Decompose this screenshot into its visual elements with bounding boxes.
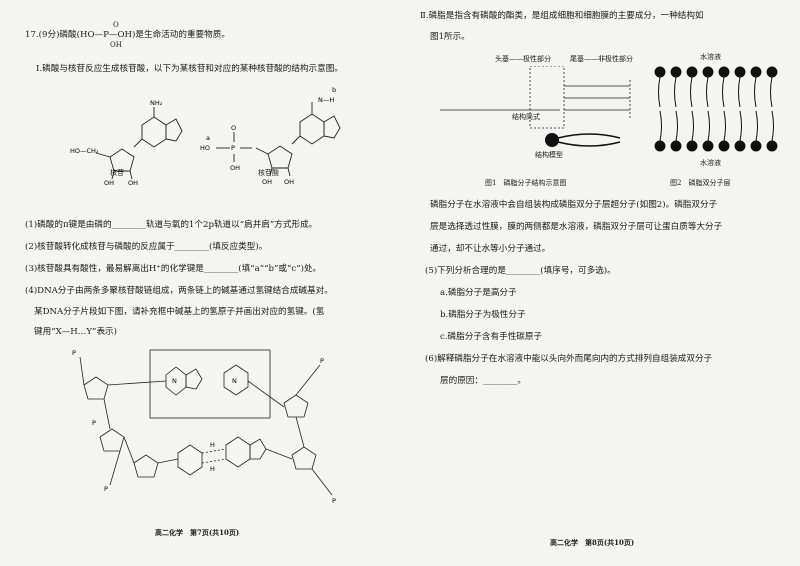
part2-line-1: Ⅱ.磷脂是指含有磷酸的酯类，是组成细胞和细胞膜的主要成分，一种结构如 xyxy=(420,11,704,21)
question-6-line-1: (6)解释磷脂分子在水溶液中能以头向外而尾向内的方式排列自组装成双分子 xyxy=(425,354,713,364)
water-top-label: 水溶液 xyxy=(700,53,721,61)
paragraph-line-1: 磷脂分子在水溶液中会自组装构成磷脂双分子层超分子(如图2)。磷脂双分子 xyxy=(430,200,718,210)
o-label: O xyxy=(231,124,236,132)
question-5-option-a: a.磷脂分子是高分子 xyxy=(440,288,517,298)
tail-label: 尾基——非极性部分 xyxy=(570,55,633,63)
n-label-dna-2: N xyxy=(232,377,237,385)
dna-fragment-figure: P P P P P N N H H xyxy=(72,349,336,505)
structure-model xyxy=(545,133,621,147)
ho-ch2-label: HO—CH₂ xyxy=(70,147,99,155)
p-label: P xyxy=(231,144,235,152)
p-label-dna-4: P xyxy=(320,357,324,365)
question-5-option-b: b.磷脂分子为极性分子 xyxy=(440,310,526,320)
oh-label-5: OH xyxy=(284,178,294,186)
p-label-dna-3: P xyxy=(104,485,108,493)
question-4-line-1: (4)DNA分子由两条多聚核苷酸链组成，两条链上的碱基通过氢键结合成碱基对。 xyxy=(25,286,333,296)
nucleotide-caption: 核苷酸 xyxy=(258,169,279,177)
h-label-dna-1: H xyxy=(210,441,215,449)
question-4-line-2: 某DNA分子片段如下图，请补充框中碱基上的氢原子并画出对应的氢键。(氢 xyxy=(34,307,325,317)
question-5-option-c: c.磷脂分子含有手性碳原子 xyxy=(440,332,543,342)
nh-h-label: N—H xyxy=(318,96,334,104)
water-bottom-label: 水溶液 xyxy=(700,159,721,167)
oh-label-2: OH xyxy=(128,179,138,185)
bilayer-figure xyxy=(654,66,778,152)
oh-label-4: OH xyxy=(262,178,272,186)
footer-page-7: 高二化学 第7页(共10页) xyxy=(155,528,240,537)
head-label: 头基——极性部分 xyxy=(495,55,551,63)
p-label-dna-5: P xyxy=(332,497,336,505)
part2-line-2: 图1所示。 xyxy=(430,32,470,42)
question-2: (2)核苷酸转化成核苷与磷酸的反应属于________(填反应类型)。 xyxy=(25,242,268,252)
label-b: b xyxy=(332,86,336,94)
nucleotide-structure: N—H b a HO P O OH OH OH xyxy=(200,86,341,186)
base-pair-box[interactable] xyxy=(149,349,271,419)
question-5: (5)下列分析合理的是________(填序号，可多选)。 xyxy=(425,266,616,276)
paragraph-line-3: 通过，却不让水等小分子通过。 xyxy=(430,244,551,254)
h-label-dna-2: H xyxy=(210,465,215,473)
phosphoric-acid-oh: OH xyxy=(110,41,122,49)
footer-page-8: 高二化学 第8页(共10页) xyxy=(550,538,635,547)
figure-2-caption: 图2 磷脂双分子层 xyxy=(670,179,731,187)
question-6-line-2: 层的原因：________。 xyxy=(440,376,526,386)
phospholipid-figure xyxy=(440,66,631,147)
figure-1-caption: 图1 磷脂分子结构示意图 xyxy=(485,179,567,187)
phosphoric-acid-o: O xyxy=(113,21,119,29)
n-label-dna-1: N xyxy=(172,377,177,385)
question-3: (3)核苷酸具有酸性，最易解离出H⁺的化学键是________(填“a”“b”或… xyxy=(25,264,322,274)
p-label-dna-1: P xyxy=(72,349,76,357)
paragraph-line-2: 层是选择透过性膜，膜的两侧都是水溶液，磷脂双分子层可让蛋白质等大分子 xyxy=(430,222,723,232)
question-1: (1)磷酸的π键是由磷的________轨道与氧的1个2p轨道以“肩并肩”方式形… xyxy=(25,220,318,230)
page-8: Ⅱ.磷脂是指含有磷酸的酯类，是组成细胞和细胞膜的主要成分，一种结构如 图1所示。… xyxy=(400,0,800,566)
ho-label: HO xyxy=(200,144,210,152)
nucleoside-structure: NH₂ HO—CH₂ OH OH xyxy=(70,99,183,185)
nh2-label: NH₂ xyxy=(150,99,163,107)
oh-label-3: OH xyxy=(230,164,240,172)
model-label: 结构模型 xyxy=(535,151,563,159)
question-4-line-3: 键用“X—H…Y”表示) xyxy=(34,327,117,337)
oh-label-1: OH xyxy=(104,179,114,185)
structure-label: 结构简式 xyxy=(512,113,540,121)
p-label-dna-2: P xyxy=(92,419,96,427)
nucleoside-caption: 核苷 xyxy=(110,169,124,177)
page-7: 17.(9分)磷酸(HO—P—OH)是生命活动的重要物质。 O OH Ⅰ.磷酸与… xyxy=(25,21,343,537)
part1-intro: Ⅰ.磷酸与核苷反应生成核苷酸，以下为某核苷和对应的某种核苷酸的结构示意图。 xyxy=(36,64,343,74)
label-a: a xyxy=(206,134,210,142)
q17-header: 17.(9分)磷酸(HO—P—OH)是生命活动的重要物质。 xyxy=(25,30,230,40)
